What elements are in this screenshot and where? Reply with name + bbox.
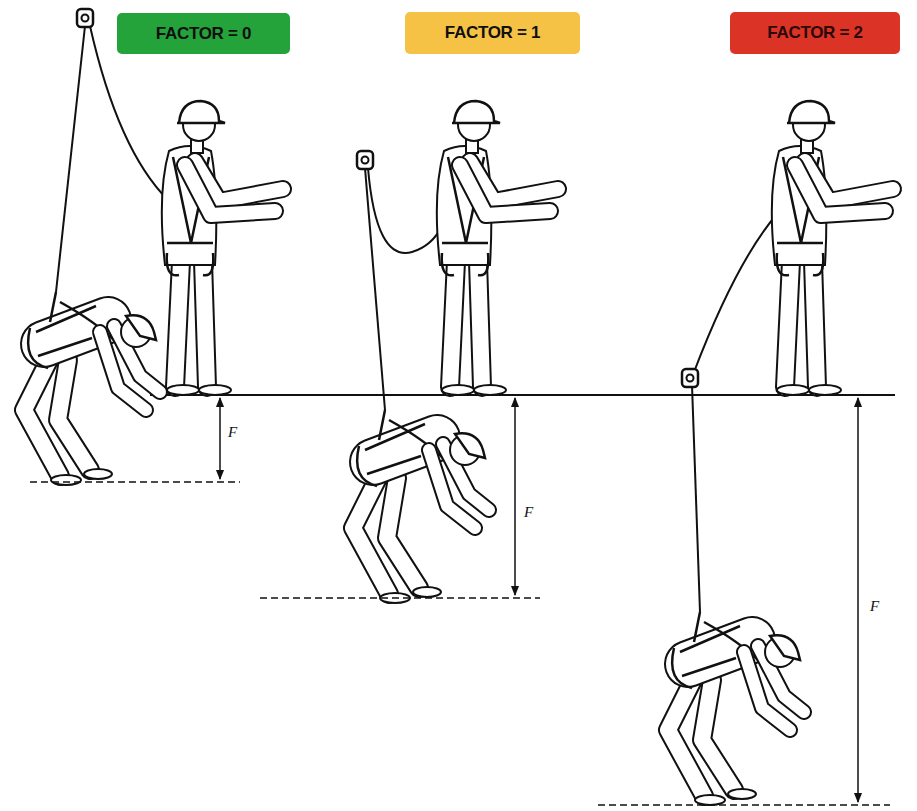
- standing-worker: [437, 101, 558, 395]
- anchor-point: [682, 369, 698, 387]
- dimension-arrow: [514, 398, 516, 595]
- anchor-point: [357, 151, 373, 169]
- fall-distance-label: F: [870, 598, 879, 615]
- factor-badge: FACTOR = 2: [730, 12, 900, 54]
- dimension-arrow: [219, 398, 221, 479]
- fall-distance-label: F: [228, 424, 237, 441]
- fallen-worker: [353, 410, 489, 603]
- dimension-arrow: [857, 398, 859, 802]
- fall-depth-line: [30, 481, 240, 483]
- fall-depth-line: [260, 597, 540, 599]
- factor-label: FACTOR = 1: [445, 23, 540, 43]
- fallen-worker: [24, 292, 160, 485]
- lanyard: [365, 168, 385, 410]
- lanyard: [694, 214, 777, 372]
- factor-badge: FACTOR = 1: [405, 12, 580, 54]
- factor-badge: FACTOR = 0: [117, 13, 290, 54]
- standing-worker: [162, 101, 283, 395]
- standing-worker: [772, 101, 893, 395]
- factor-label: FACTOR = 2: [767, 23, 862, 43]
- lanyard: [56, 26, 85, 292]
- lanyard: [368, 168, 442, 253]
- fallen-worker: [668, 612, 804, 805]
- anchor-point: [77, 9, 93, 27]
- factor-label: FACTOR = 0: [156, 24, 251, 44]
- fall-depth-line: [598, 804, 890, 806]
- fall-distance-label: F: [524, 504, 533, 521]
- lanyard: [692, 385, 700, 612]
